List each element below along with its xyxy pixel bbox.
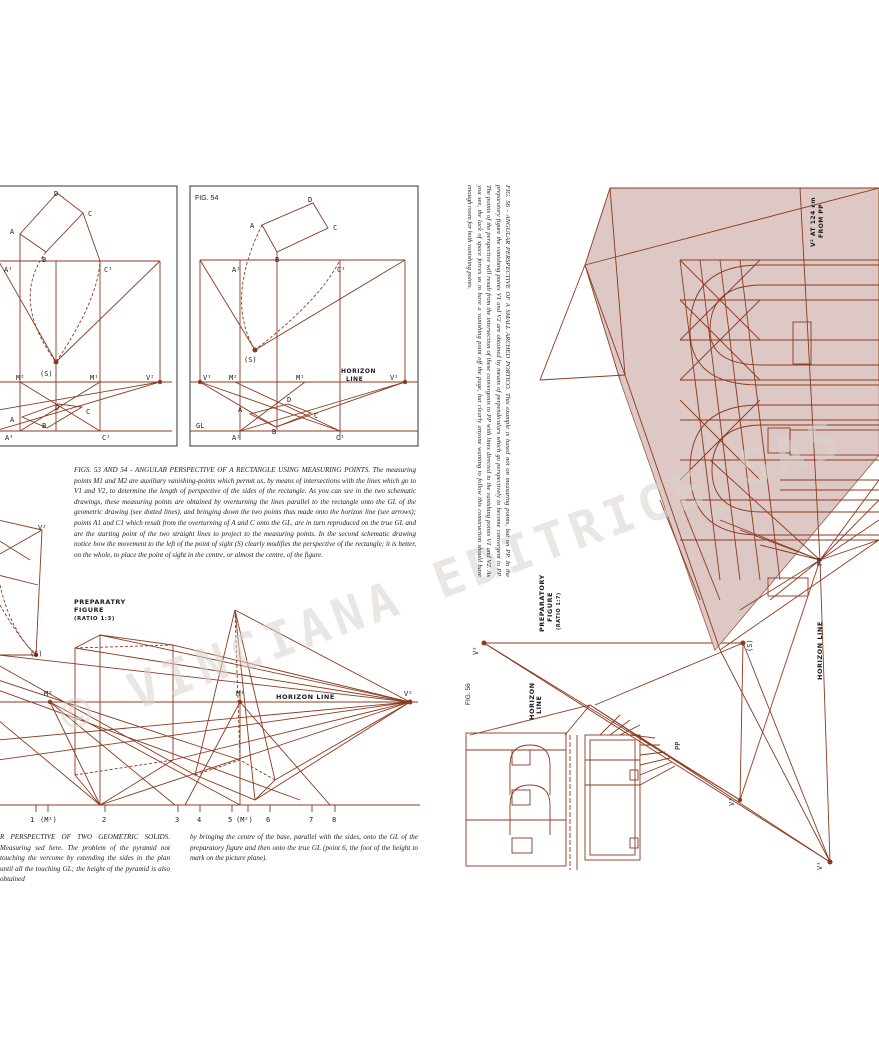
label-s-55: (S) [30, 650, 43, 658]
horizon-label-56b: LINE [535, 696, 543, 714]
gl-number-m1: (M¹) [40, 816, 57, 824]
horizon-label-56a: HORIZON [528, 682, 536, 720]
figure-53-diagram [0, 185, 178, 447]
label-v2-56: V² [472, 647, 480, 655]
label-m1-53: M¹ [90, 374, 98, 382]
gl-number-4: 4 [197, 816, 201, 824]
label-v2-55a: V² [38, 524, 46, 532]
label-d-54b: D [287, 396, 291, 404]
gl-numbers: 1 (M¹) 2 3 4 5 (M²) 6 7 8 [30, 816, 336, 824]
label-s-54: (S) [244, 356, 257, 364]
gl-number-3: 3 [175, 816, 179, 824]
label-a1-53: A¹ [4, 266, 12, 274]
label-c-53: C [88, 210, 92, 218]
fig54-label: FIG. 54 [195, 195, 218, 202]
label-b-54: B [275, 256, 279, 264]
horizon-label-54a: HORIZON [341, 368, 376, 375]
horizon-line-label-55: HORIZON LINE [276, 693, 335, 701]
prep-figure-ratio: (RATIO 1:3) [74, 616, 115, 622]
label-b-54b: B [272, 428, 276, 436]
label-b-53: B [42, 256, 46, 264]
label-m2-53: M² [16, 374, 24, 382]
figure-54-diagram [189, 185, 419, 447]
caption-fig-56: FIG. 56 - ANGULAR PERSPECTIVE OF A SMALL… [466, 185, 511, 577]
label-v2-54: V² [390, 374, 398, 382]
label-c-54: C [333, 224, 337, 232]
label-a-54: A [250, 222, 255, 230]
label-a1-54b: A¹ [232, 434, 240, 442]
label-v1-54: V¹ [203, 374, 211, 382]
label-gl-54: GL [196, 422, 204, 430]
caption-fig-55-left: R PERSPECTIVE OF TWO GEOMETRIC SOLIDS. M… [0, 833, 170, 884]
label-a1-53b: A¹ [5, 434, 13, 442]
label-s-56: (S) [746, 639, 754, 652]
label-c1-53b: C¹ [102, 434, 110, 442]
label-c1-54: C¹ [337, 266, 345, 274]
label-c1-54b: C¹ [336, 434, 344, 442]
gl-number-m2: (M²) [236, 816, 253, 824]
label-m1-55: M¹ [236, 690, 244, 698]
caption-figs-53-54: FIGS. 53 AND 54 - ANGULAR PERSPECTIVE OF… [74, 466, 416, 559]
label-pp-plan: PP [674, 742, 682, 750]
label-v2-55: V² [404, 690, 412, 698]
label-a1-54: A¹ [232, 266, 240, 274]
v2-note-2: FROM PP [818, 204, 825, 238]
label-v1-56: V¹ [728, 798, 736, 806]
figure-56-perspective [539, 187, 879, 863]
prep56-label-1: PREPARATORY [538, 574, 546, 632]
vanishing-points [33, 347, 833, 865]
label-d-53: D [54, 190, 58, 198]
label-d-54: D [308, 196, 312, 204]
label-d-53b: D [55, 404, 59, 412]
prep56-label-3: (RATIO 1:7) [556, 592, 562, 630]
label-s-53: (S) [40, 370, 53, 378]
label-pp-persp: PP [816, 558, 824, 566]
gl-number-1: 1 [30, 816, 34, 824]
label-c-54b: C [314, 412, 318, 420]
prep-figure-label-2: FIGURE [74, 606, 104, 614]
gl-number-2: 2 [102, 816, 106, 824]
caption-fig-55-right: by bringing the centre of the base, para… [190, 833, 418, 863]
label-c-53b: C [86, 408, 90, 416]
horizon-line-label-56: HORIZON LINE [816, 621, 824, 680]
gl-number-5: 5 [228, 816, 232, 824]
label-v2-53: V² [146, 374, 154, 382]
label-a-54b: A [238, 406, 243, 414]
label-a-53: A [10, 228, 15, 236]
label-c1-53: C¹ [104, 266, 112, 274]
label-b-53b: B [42, 422, 46, 430]
figure-55-diagram [0, 519, 420, 812]
label-v-56: V¹ [816, 862, 824, 870]
label-m1-54: M¹ [296, 374, 304, 382]
v2-note-1: V² AT 124 cm [810, 197, 817, 247]
gl-number-6: 6 [266, 816, 270, 824]
prep56-label-2: FIGURE [546, 592, 554, 622]
gl-number-7: 7 [309, 816, 313, 824]
gl-number-8: 8 [332, 816, 336, 824]
figure-56-plan [465, 642, 831, 870]
label-m2-54: M² [229, 374, 237, 382]
prep-figure-label-1: PREPARATRY [74, 598, 126, 606]
fig56-label: FIG. 56 [465, 683, 472, 705]
label-a-53b: A [10, 416, 15, 424]
horizon-label-54b: LINE [346, 376, 363, 383]
caption-fig-56-wrapper: FIG. 56 - ANGULAR PERSPECTIVE OF A SMALL… [465, 185, 512, 577]
label-m2-55: M² [44, 690, 52, 698]
